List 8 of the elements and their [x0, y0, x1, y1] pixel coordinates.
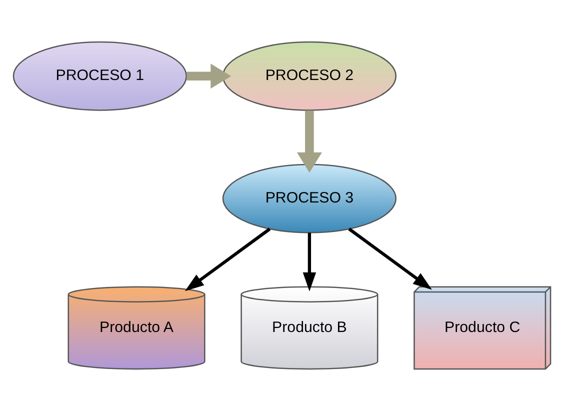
- node-ellipse: PROCESO 2: [222, 41, 397, 111]
- arrow: [348, 228, 432, 290]
- arrow: [186, 64, 232, 89]
- arrow: [296, 110, 322, 173]
- arrow: [302, 232, 316, 292]
- node-ellipse: PROCESO 1: [12, 41, 188, 111]
- node-ellipse: PROCESO 3: [222, 164, 397, 234]
- arrow: [184, 228, 271, 292]
